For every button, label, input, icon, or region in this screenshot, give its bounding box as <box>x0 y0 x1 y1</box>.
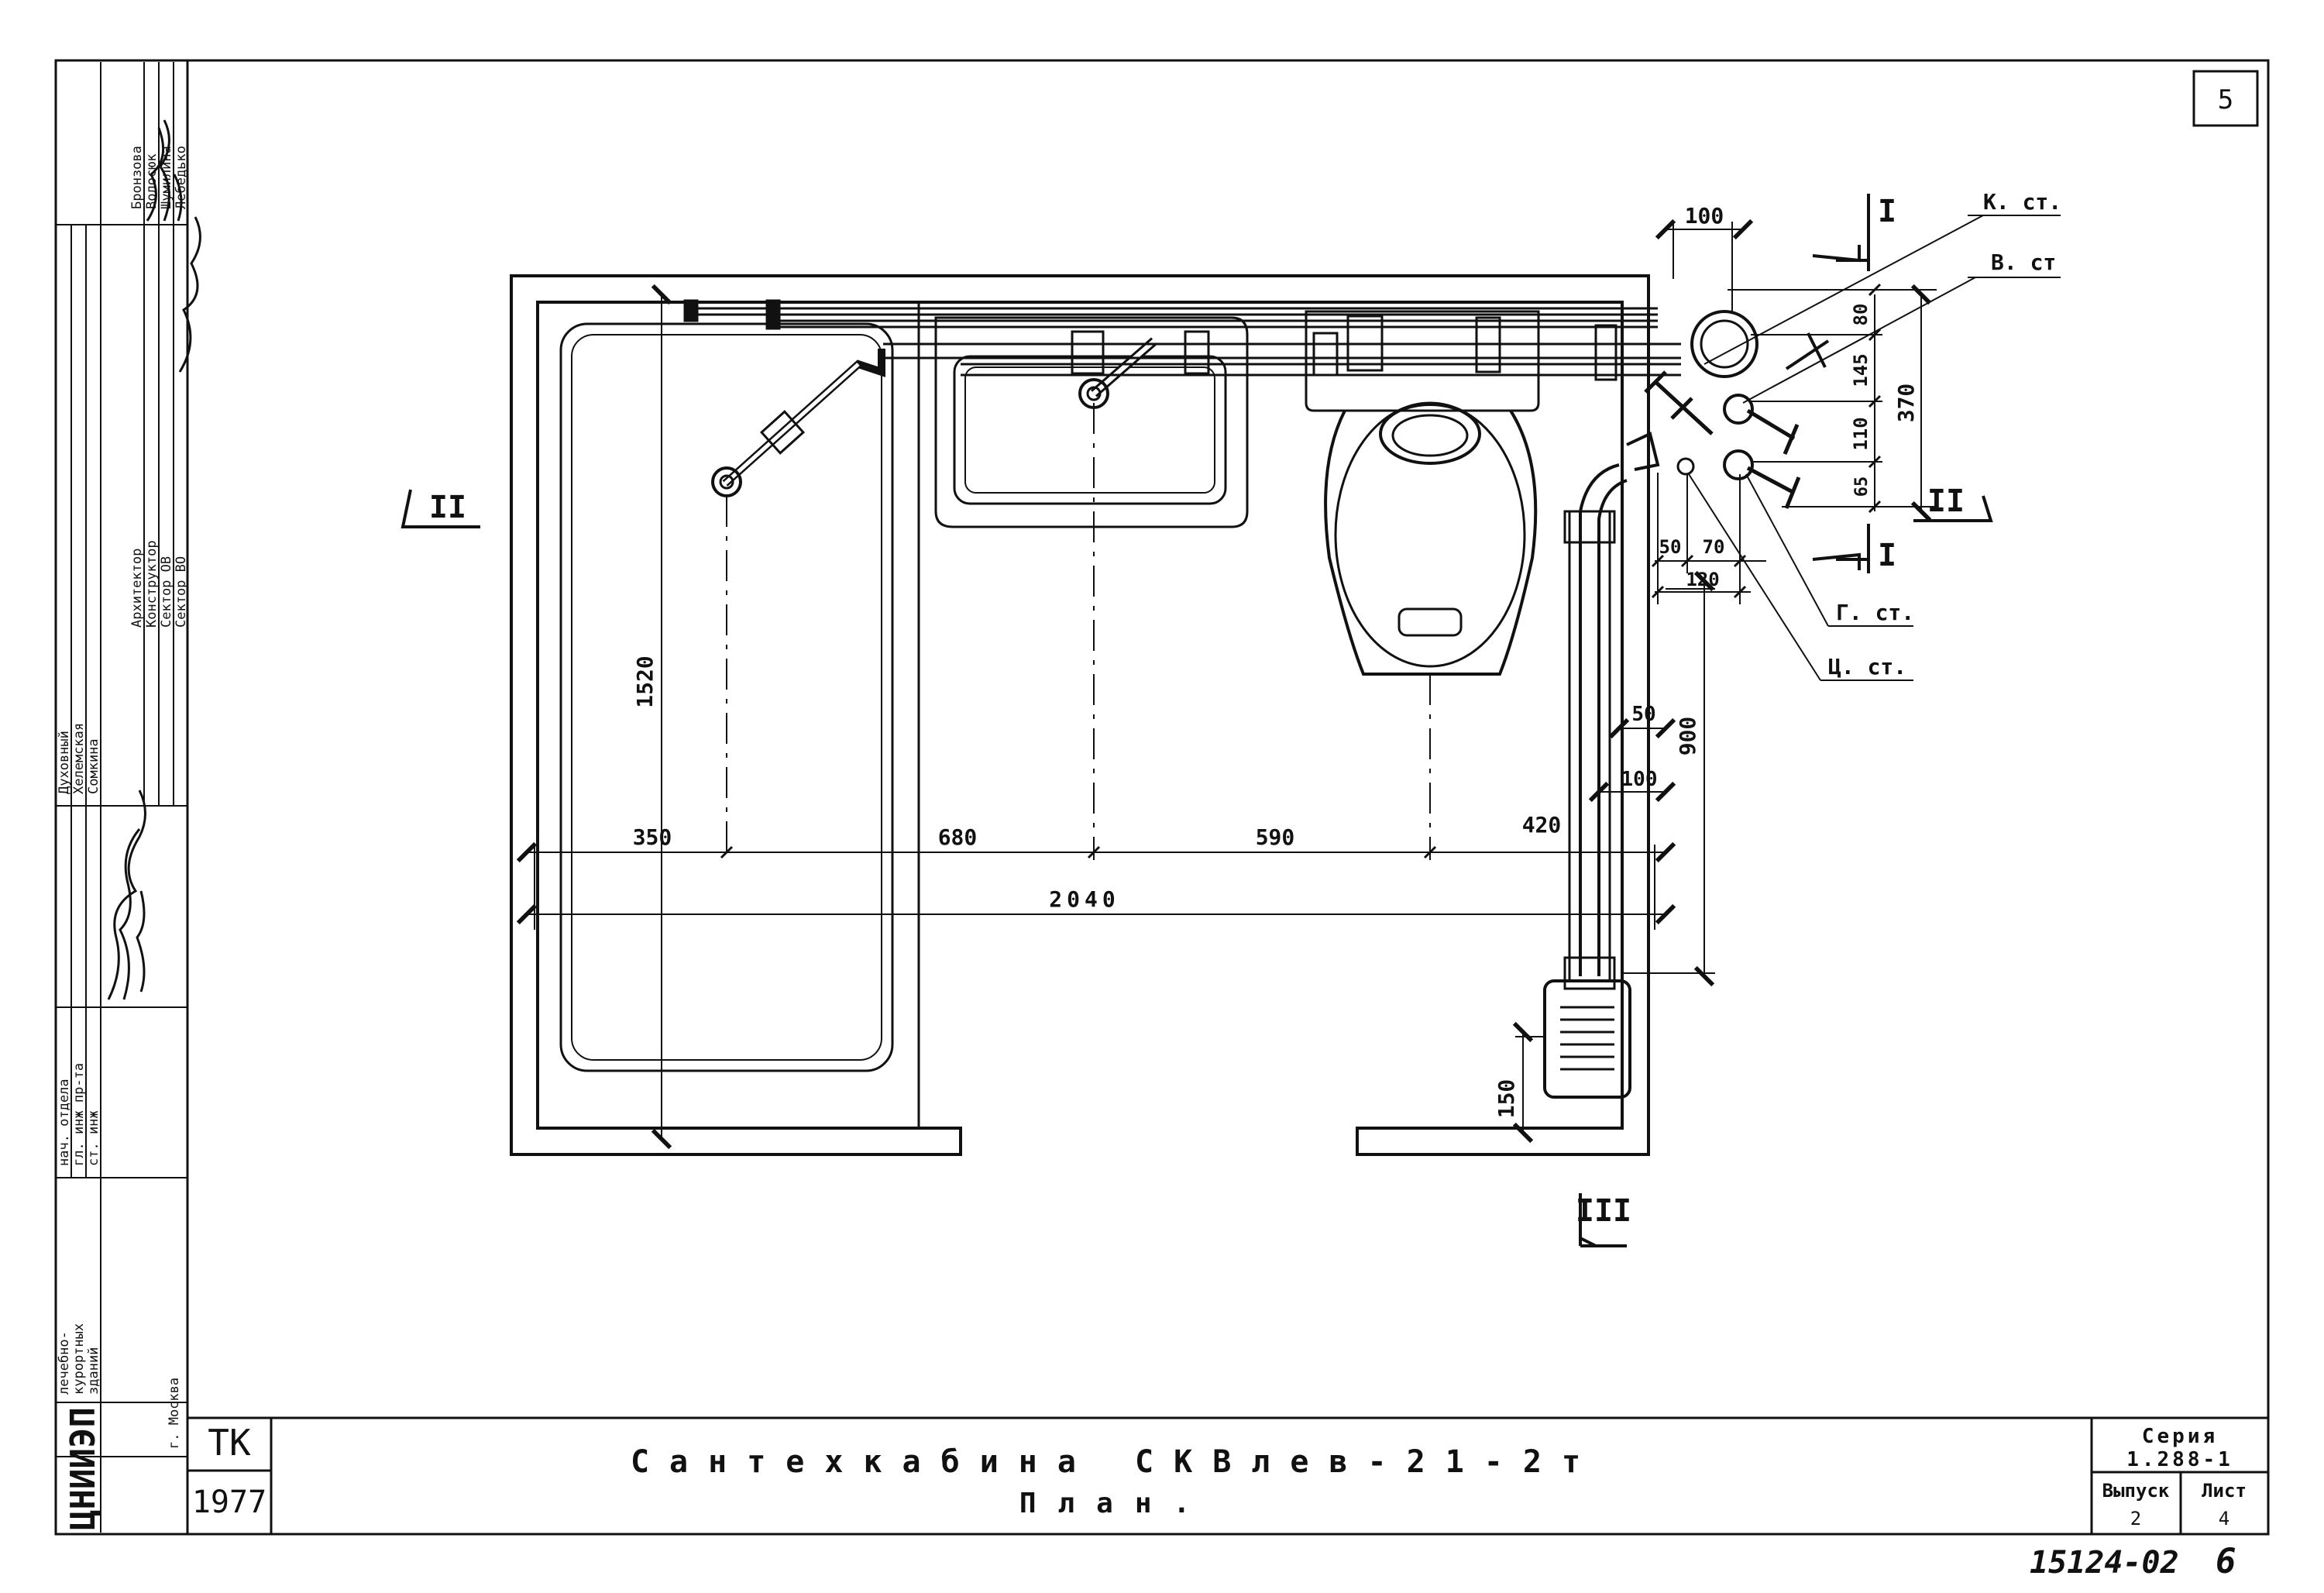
riser-v-icon <box>1723 394 1754 425</box>
org-logo: ЦНИИЭП <box>64 1407 103 1530</box>
riser-c-label: Ц. ст. <box>1828 654 1906 680</box>
stamp-role-right-2: Конструктор <box>144 540 160 628</box>
dim-120: 120 <box>1686 569 1719 590</box>
stamp-role-2: гл. инж пр-та <box>71 1063 87 1166</box>
stamp-role-1: нач. отдела <box>57 1079 72 1166</box>
supply-pipes <box>683 299 1681 381</box>
stamp-org-3: зданий <box>86 1347 101 1395</box>
dim-350: 350 <box>633 824 672 850</box>
dim-370: 370 <box>1893 384 1919 423</box>
stamp-name-3: Сомкина <box>86 738 101 794</box>
stamp-name-2: Хелемская <box>71 723 87 794</box>
dim-110: 110 <box>1850 417 1872 450</box>
page-number-box: 5 <box>2192 70 2259 127</box>
stamp-name-right-2: Волосюк <box>144 153 160 209</box>
dim-80: 80 <box>1850 304 1872 326</box>
stamp-org-2: курортных <box>71 1323 87 1395</box>
dim-65: 65 <box>1852 477 1872 497</box>
dim-100-right: 100 <box>1621 768 1658 791</box>
dim-590: 590 <box>1256 824 1295 850</box>
stamp-role-3: ст. инж <box>86 1110 101 1166</box>
washbasin <box>934 316 1249 528</box>
archive-code: 15124-02 <box>2030 1545 2179 1581</box>
issue-value: 2 <box>2130 1508 2141 1529</box>
drawing-subtitle: План. <box>1019 1488 1212 1519</box>
dim-145: 145 <box>1850 353 1872 387</box>
section-markers <box>401 194 1993 1247</box>
riser-k-label: К. ст. <box>1983 189 2061 215</box>
stamp-role-right-1: Архитектор <box>129 549 145 628</box>
dim-150: 150 <box>1494 1079 1519 1119</box>
bathtub <box>559 322 894 1072</box>
tk-year: 1977 <box>192 1485 266 1520</box>
stamp-name-right-1: Бронзова <box>129 146 145 209</box>
drawing-title: Сантехкабина СКВлев-21-2т <box>631 1444 1600 1480</box>
dimension-lines <box>516 218 1937 1150</box>
riser-g-icon <box>1723 449 1754 480</box>
dim-680: 680 <box>938 824 978 850</box>
side-stamp <box>56 62 187 1533</box>
drain-pipe <box>1543 463 1631 1099</box>
riser-g-label: Г. ст. <box>1836 600 1914 625</box>
stamp-city: г. Москва <box>167 1378 182 1449</box>
cabin-walls <box>510 274 1650 1156</box>
dim-900: 900 <box>1675 717 1700 756</box>
section-1-bottom: I <box>1878 538 1896 573</box>
floor-trap-icon <box>1543 979 1631 1099</box>
stamp-name-right-4: Лебедько <box>174 146 189 209</box>
issue-label: Выпуск <box>2102 1480 2170 1502</box>
section-1-top: I <box>1878 194 1896 229</box>
stamp-org-1: лечебно- <box>57 1331 72 1395</box>
riser-k-icon <box>1690 310 1758 378</box>
toilet <box>1305 310 1540 676</box>
stamp-role-right-3: Сектор ОВ <box>159 556 174 628</box>
sheet-value: 4 <box>2219 1508 2229 1529</box>
risers <box>1626 310 1830 509</box>
dim-1520: 1520 <box>632 655 658 707</box>
dimension-values: 350 680 590 420 2040 1520 900 150 100 80… <box>632 203 1919 1118</box>
section-2-left: II <box>429 490 466 525</box>
dim-50-right: 50 <box>1631 703 1655 726</box>
stamp-name-1: Духовный <box>57 731 72 794</box>
tk-code: ТК <box>208 1422 251 1464</box>
dim-100-top: 100 <box>1685 203 1724 229</box>
series-value: 1.288-1 <box>2126 1448 2233 1471</box>
riser-v-label: В. ст <box>1991 249 2056 275</box>
series-label: Серия <box>2142 1425 2218 1448</box>
dim-50-bottom: 50 <box>1659 536 1682 558</box>
archive-sheet: 6 <box>2216 1542 2236 1581</box>
dim-420: 420 <box>1522 812 1562 838</box>
title-block <box>187 1416 2268 1534</box>
signatures <box>107 119 201 1000</box>
riser-c-icon <box>1676 457 1695 476</box>
sheet-label: Лист <box>2202 1480 2247 1502</box>
stamp-role-right-4: Сектор ВО <box>174 556 189 628</box>
section-3-bottom: III <box>1576 1193 1631 1229</box>
dim-70: 70 <box>1703 536 1725 558</box>
side-stamp-text: нач. отдела гл. инж пр-та ст. инж Духовн… <box>57 146 189 1530</box>
sheet-frame <box>54 59 2270 1536</box>
page-number: 5 <box>2218 84 2233 115</box>
dim-2040: 2040 <box>1049 886 1119 912</box>
section-2-right: II <box>1927 483 1965 519</box>
